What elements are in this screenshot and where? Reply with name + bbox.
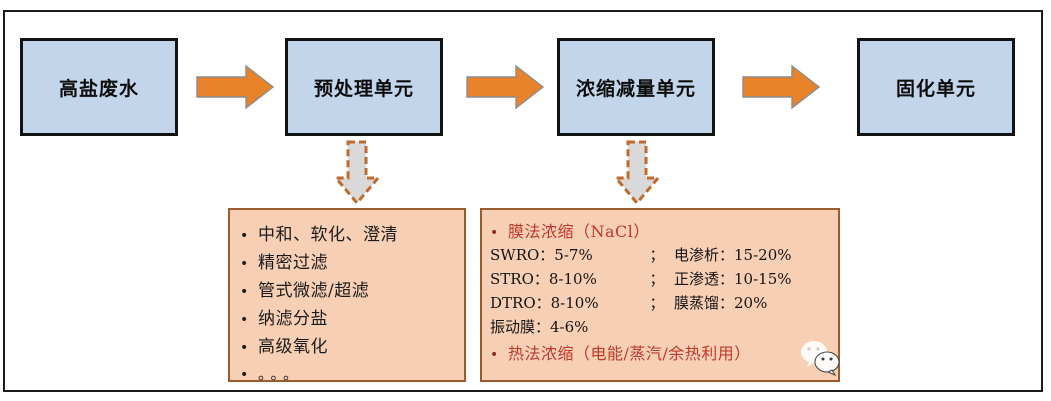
spec-row: 振动膜：4-6% [490,316,832,337]
list-item-label: 中和、软化、澄清 [258,225,398,245]
bullet-icon: • [240,228,249,244]
stage-label: 固化单元 [895,77,976,100]
list-item-thermal-heading: • 热法浓缩（电能/蒸汽/余热利用） [490,340,832,364]
stage-box-pretreatment: 预处理单元 [285,38,443,136]
stage-box-solidification: 固化单元 [857,38,1015,136]
list-item: • 中和、软化、澄清 [240,220,458,245]
spec-row: DTRO：8-10% ； 膜蒸馏：20% [490,292,832,313]
stage-label: 浓缩减量单元 [575,77,696,100]
spec-separator: ； [649,294,665,312]
stage-label: 预处理单元 [313,77,414,100]
bullet-icon: • [240,312,249,328]
list-item: • 纳滤分盐 [240,304,458,329]
list-item-label: 纳滤分盐 [258,309,328,329]
spec-separator: ； [649,270,665,288]
arrow-right-icon [196,64,274,110]
bullet-icon: • [490,347,499,363]
bullet-icon: • [490,225,499,241]
spec-row: SWRO：5-7% ； 电渗析：15-20% [490,244,832,265]
stage-box-concentration: 浓缩减量单元 [557,38,715,136]
list-item: • 。。。 [240,363,458,384]
spec-right-value: 膜蒸馏：20% [674,294,768,312]
stage-box-raw-water: 高盐废水 [20,38,178,136]
list-item-label: 膜法浓缩（NaCl） [508,222,650,241]
spec-separator: ； [649,246,665,264]
list-item-label: 热法浓缩（电能/蒸汽/余热利用） [508,344,751,363]
arrow-down-dashed-icon [613,140,661,206]
arrow-right-icon [466,64,544,110]
detail-box-concentration: • 膜法浓缩（NaCl） SWRO：5-7% ； 电渗析：15-20% STRO… [480,208,840,382]
bullet-icon: • [240,284,249,300]
spec-right-value: 电渗析：15-20% [674,246,792,264]
arrow-down-dashed-icon [333,140,381,206]
outer-frame-border [3,10,1043,392]
stage-label: 高盐废水 [58,77,139,100]
bullet-icon: • [240,340,249,356]
list-item: • 管式微滤/超滤 [240,276,458,301]
bullet-icon: • [240,256,249,272]
spec-left-value: DTRO：8-10% [490,294,599,312]
list-item: • 高级氧化 [240,332,458,357]
spec-right-value: 正渗透：10-15% [674,270,792,288]
list-item-membrane-heading: • 膜法浓缩（NaCl） [490,218,832,242]
arrow-right-icon [742,64,820,110]
list-item-label: 高级氧化 [258,337,328,357]
detail-box-pretreatment: • 中和、软化、澄清 • 精密过滤 • 管式微滤/超滤 • 纳滤分盐 • 高级氧… [228,208,466,384]
list-item-label: 管式微滤/超滤 [258,281,370,301]
list-item-label: 。。。 [258,365,304,383]
list-item-label: 精密过滤 [258,253,328,273]
bullet-icon: • [240,367,249,383]
list-item: • 精密过滤 [240,248,458,273]
spec-row: STRO：8-10% ； 正渗透：10-15% [490,268,832,289]
spec-left-value: STRO：8-10% [490,270,597,288]
spec-left-value: 振动膜：4-6% [490,318,589,336]
spec-left-value: SWRO：5-7% [490,246,593,264]
